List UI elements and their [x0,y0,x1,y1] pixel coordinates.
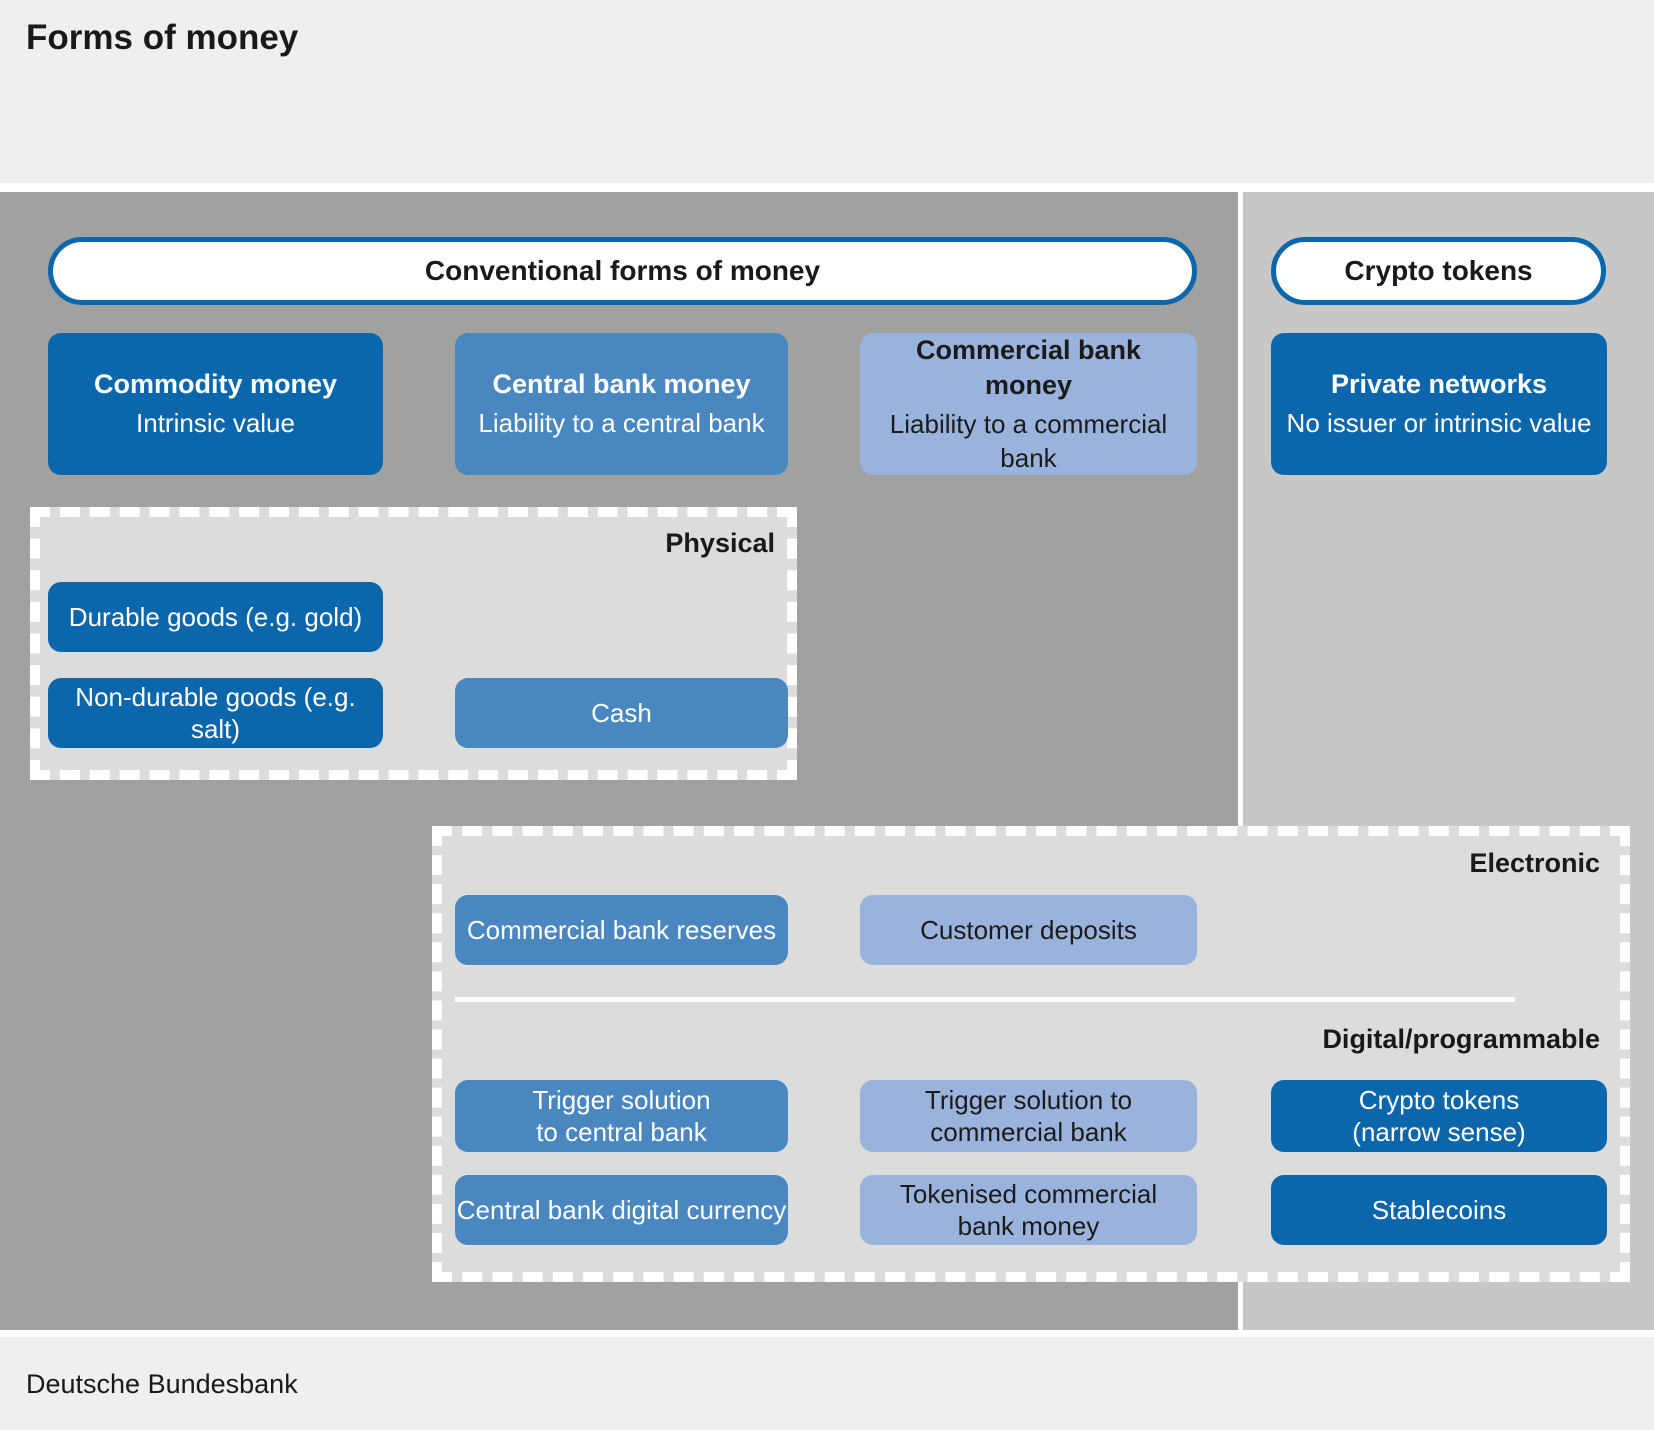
commercial-bank-reserves-box: Commercial bank reserves [455,895,788,965]
commercial-bank-money-title: Commercial bank money [915,334,1142,400]
trigger-solution-commercial-bank-label: Trigger solution to commercial bank [924,1084,1133,1148]
physical-zone-label: Physical [665,528,775,558]
page-title: Forms of money [26,18,299,57]
customer-deposits-label: Customer deposits [920,914,1137,945]
durable-goods-box: Durable goods (e.g. gold) [48,582,383,652]
conventional-header-label: Conventional forms of money [424,255,821,286]
stablecoins-label: Stablecoins [1371,1194,1507,1225]
cbdc-box: Central bank digital currency [455,1175,788,1245]
electronic-zone-label: Electronic [1469,848,1600,878]
tokenised-commercial-bank-money-label: Tokenised commercial bank money [899,1178,1158,1242]
footer-source: Deutsche Bundesbank [26,1369,298,1399]
central-bank-money-title: Central bank money [492,369,751,400]
commodity-money-box: Commodity money Intrinsic value [48,333,383,475]
crypto-tokens-narrow-label: Crypto tokens (narrow sense) [1352,1084,1526,1148]
commercial-bank-money-subtitle: Liability to a commercial bank [889,408,1168,473]
footer-strip [0,1337,1654,1430]
commercial-bank-reserves-label: Commercial bank reserves [466,914,777,945]
digital-programmable-label: Digital/programmable [1322,1024,1600,1054]
customer-deposits-box: Customer deposits [860,895,1197,965]
title-strip [0,0,1654,183]
trigger-solution-central-bank-box: Trigger solution to central bank [455,1080,788,1152]
non-durable-goods-label: Non-durable goods (e.g. salt) [75,681,356,745]
tokenised-commercial-bank-money-box: Tokenised commercial bank money [860,1175,1197,1245]
private-networks-subtitle: No issuer or intrinsic value [1286,408,1592,439]
crypto-tokens-narrow-box: Crypto tokens (narrow sense) [1271,1080,1607,1152]
commodity-money-subtitle: Intrinsic value [136,408,295,439]
electronic-digital-separator [455,997,1515,1002]
private-networks-box: Private networks No issuer or intrinsic … [1271,333,1607,475]
commercial-bank-money-box: Commercial bank money Liability to a com… [860,333,1197,475]
central-bank-money-box: Central bank money Liability to a centra… [455,333,788,475]
central-bank-money-subtitle: Liability to a central bank [478,408,765,439]
crypto-header-label: Crypto tokens [1344,255,1533,286]
conventional-header-pill: Conventional forms of money [48,237,1197,305]
private-networks-title: Private networks [1330,369,1548,400]
non-durable-goods-box: Non-durable goods (e.g. salt) [48,678,383,748]
trigger-solution-central-bank-label: Trigger solution to central bank [532,1084,711,1148]
durable-goods-label: Durable goods (e.g. gold) [68,601,363,632]
crypto-header-pill: Crypto tokens [1271,237,1606,305]
cbdc-label: Central bank digital currency [456,1194,787,1225]
cash-label: Cash [591,697,652,728]
cash-box: Cash [455,678,788,748]
trigger-solution-commercial-bank-box: Trigger solution to commercial bank [860,1080,1197,1152]
stablecoins-box: Stablecoins [1271,1175,1607,1245]
commodity-money-title: Commodity money [93,369,338,400]
